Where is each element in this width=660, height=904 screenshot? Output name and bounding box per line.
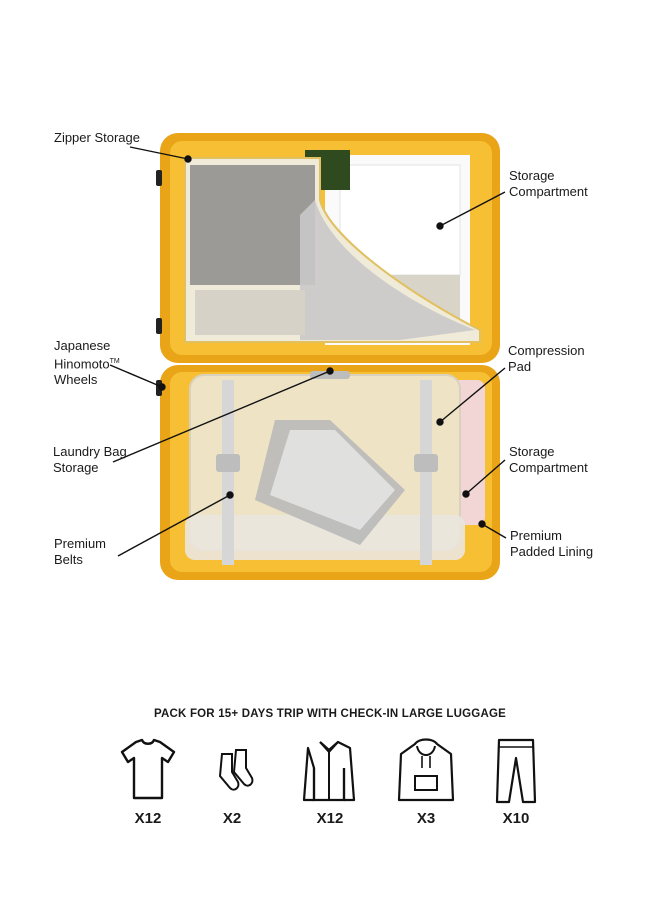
- suitcase-illustration: [109, 133, 507, 580]
- lining-line2: Padded Lining: [510, 544, 594, 559]
- compression-line2: Pad: [508, 359, 532, 374]
- callout-compression-pad: Compression Pad: [508, 343, 585, 375]
- belts-line1: Premium: [54, 536, 107, 551]
- callout-zipper-storage: Zipper Storage: [54, 130, 140, 146]
- laundry-line1: Laundry Bag: [53, 444, 127, 459]
- belt-left: [222, 380, 234, 565]
- shirt-icon: [302, 740, 356, 802]
- wheels-line1: Japanese: [54, 338, 111, 353]
- suitcase-bottom-half: [156, 365, 500, 580]
- socks-count: X2: [222, 810, 242, 827]
- tshirt-count: X12: [134, 810, 162, 827]
- callout-premium-belts: Premium Belts: [54, 536, 106, 568]
- storage-top-line2: Compartment: [509, 184, 588, 199]
- wheels-line2: Hinomoto: [54, 356, 110, 372]
- callout-storage-bottom: Storage Compartment: [509, 444, 588, 476]
- trademark-mark: TM: [109, 358, 120, 365]
- socks-icon: [218, 749, 254, 791]
- wheels-line3: Wheels: [54, 372, 98, 388]
- storage-bottom-line1: Storage: [509, 444, 555, 459]
- lining-line1: Premium: [510, 528, 563, 543]
- tshirt-icon: [120, 738, 176, 800]
- callout-laundry-bag: Laundry Bag Storage: [53, 444, 127, 476]
- callout-padded-lining: Premium Padded Lining: [510, 528, 593, 560]
- belts-line2: Belts: [54, 552, 83, 567]
- callout-storage-top: Storage Compartment: [509, 168, 588, 200]
- callout-lines: [109, 146, 507, 557]
- hoodie-icon: [397, 738, 455, 802]
- trousers-count: X10: [502, 810, 530, 827]
- hoodie-count: X3: [416, 810, 436, 827]
- laundry-line2: Storage: [53, 460, 99, 475]
- belt-right: [420, 380, 432, 565]
- storage-bottom-line2: Compartment: [509, 460, 588, 475]
- zipper-storage-label: Zipper Storage: [54, 130, 140, 145]
- compression-line1: Compression: [508, 343, 585, 358]
- suitcase-top-half: [156, 133, 500, 363]
- packing-title: PACK FOR 15+ DAYS TRIP WITH CHECK-IN LAR…: [154, 708, 506, 720]
- callout-wheels: Japanese HinomotoTM Wheels: [54, 338, 120, 388]
- shirt-count: X12: [316, 810, 344, 827]
- storage-top-line1: Storage: [509, 168, 555, 183]
- trousers-icon: [495, 738, 537, 804]
